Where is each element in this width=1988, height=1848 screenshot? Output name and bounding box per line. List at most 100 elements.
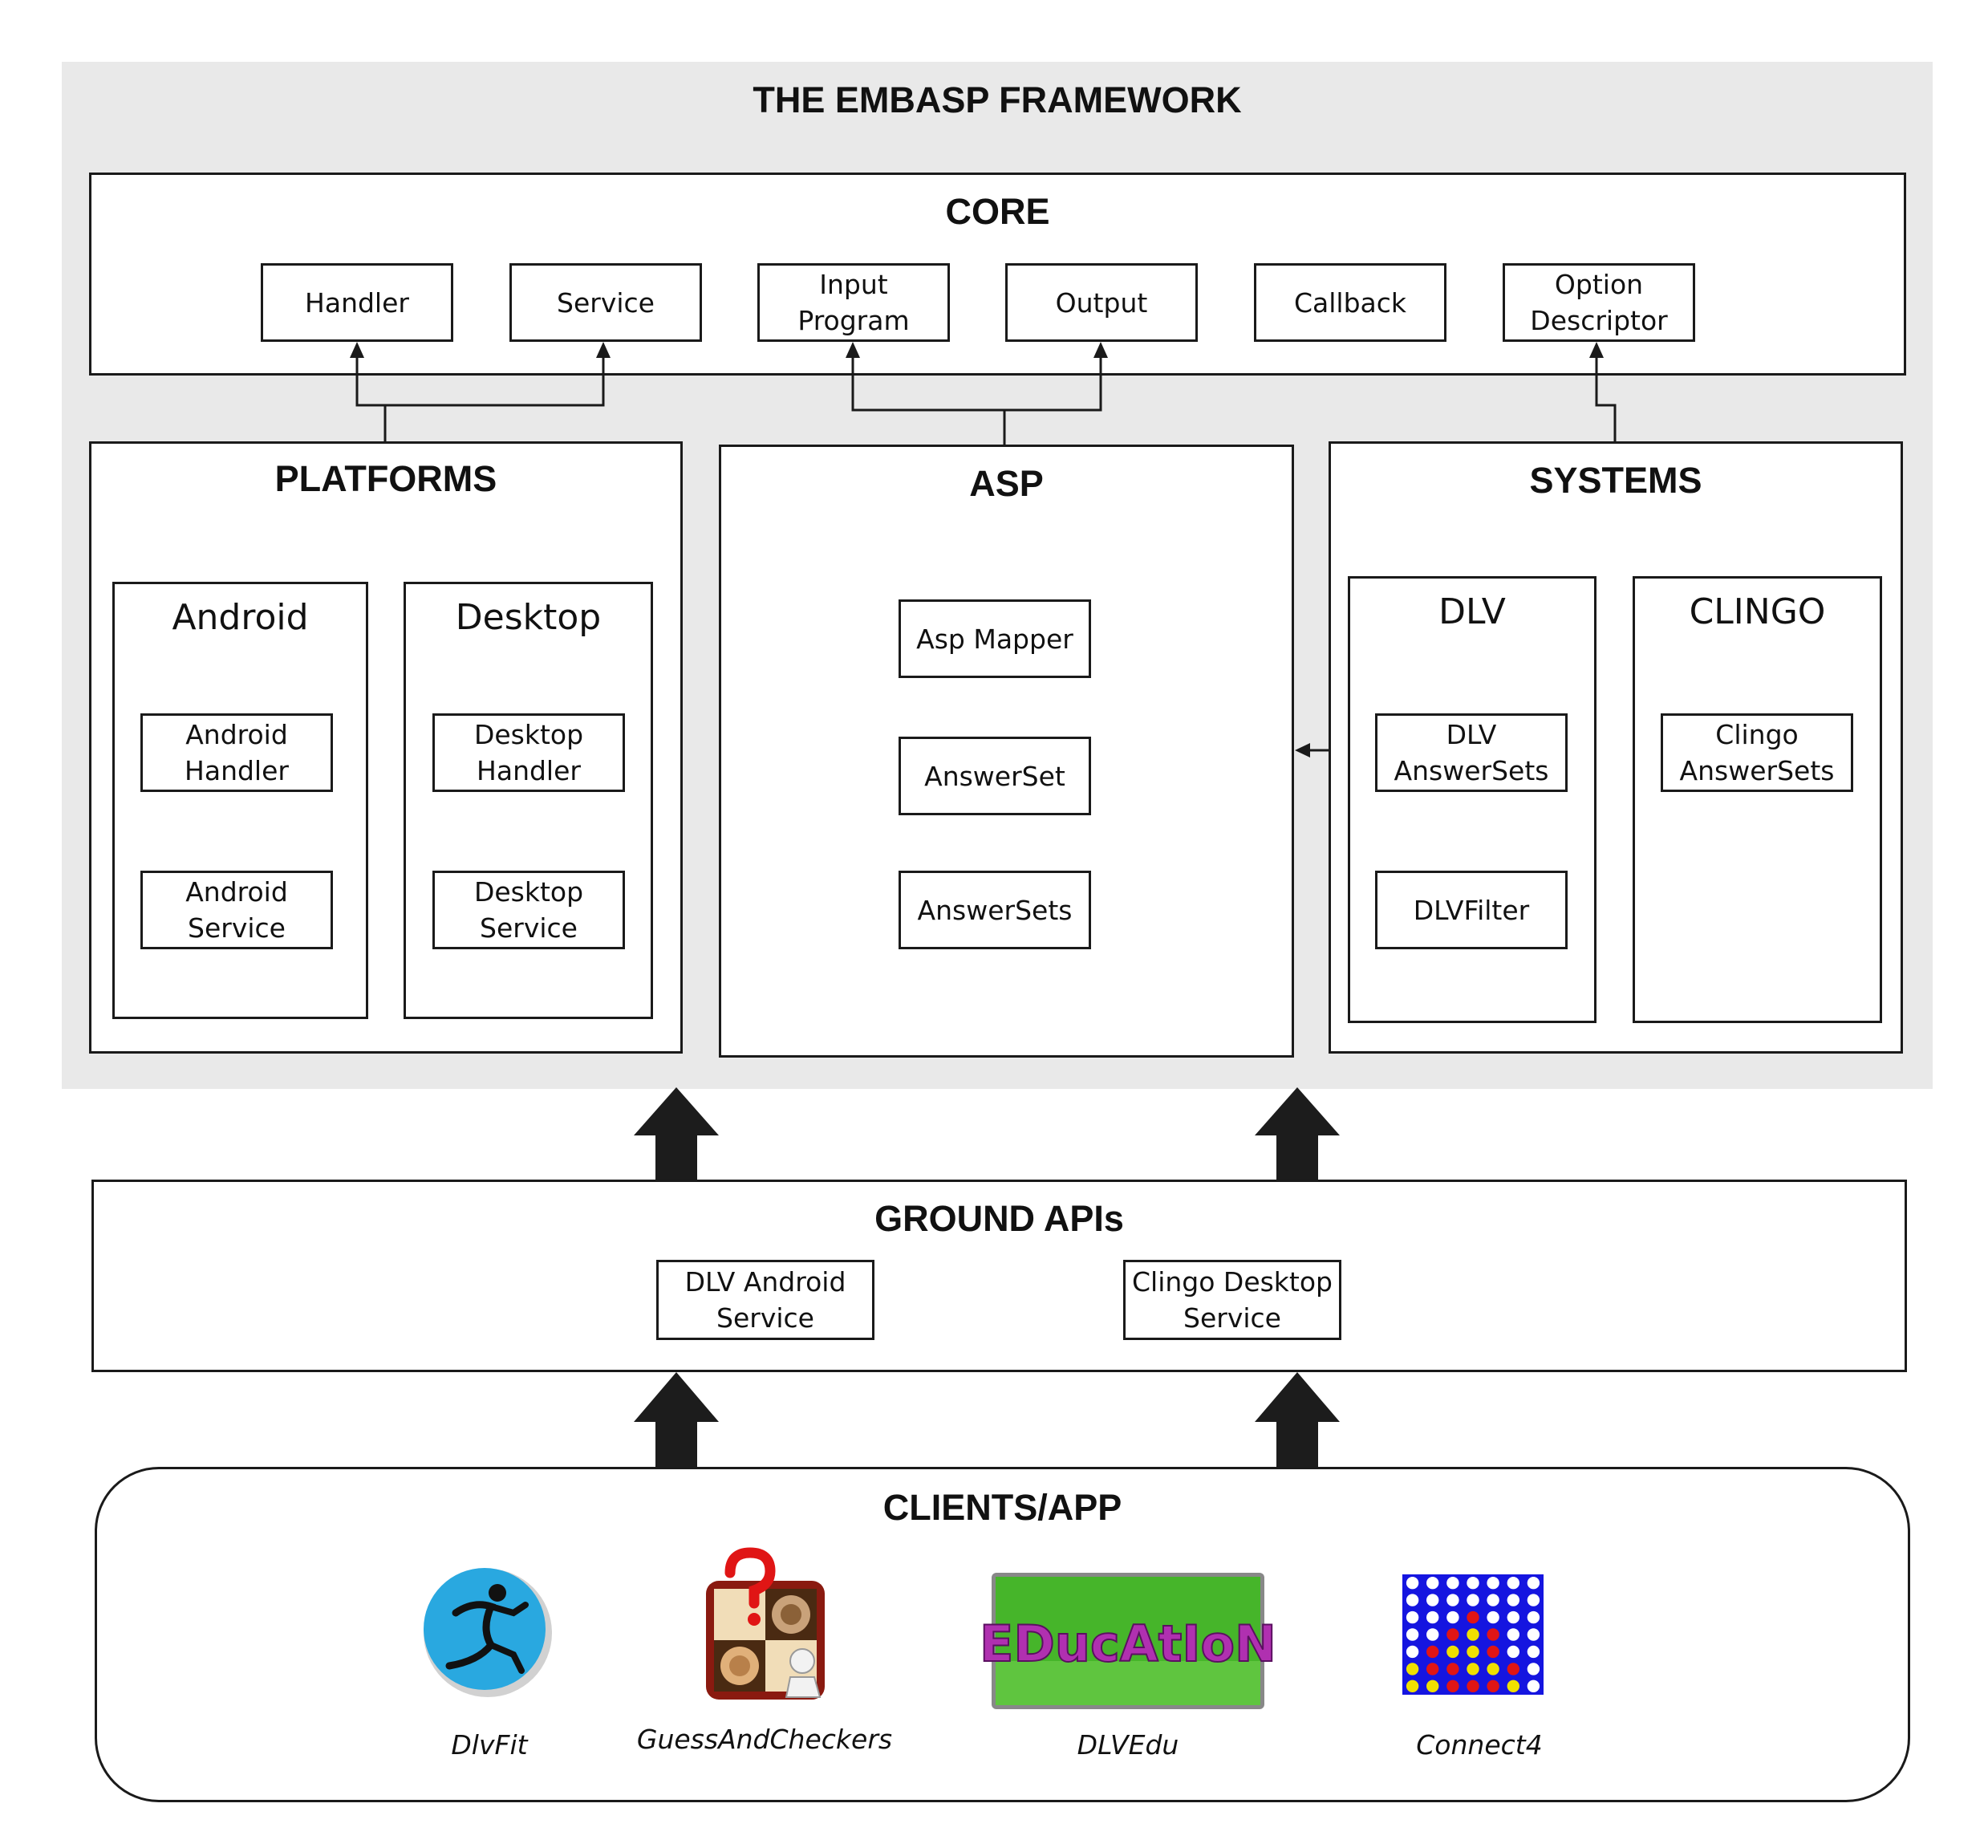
connect4-disc	[1426, 1679, 1439, 1692]
dlvedu-logo-text: EDucAtIoN	[980, 1614, 1276, 1673]
connect4-disc	[1487, 1645, 1499, 1659]
connect4-disc	[1467, 1679, 1479, 1692]
connect4-disc	[1426, 1610, 1439, 1624]
connect4-disc	[1507, 1628, 1520, 1641]
block-arrow-clients-to-ground-left	[634, 1372, 719, 1467]
systems-title: SYSTEMS	[1529, 460, 1702, 501]
ground-apis-box: GROUND APIs	[91, 1180, 1907, 1372]
block-arrow-clients-to-ground-right	[1255, 1372, 1340, 1467]
clingo-box: CLINGO	[1633, 576, 1882, 1023]
connect4-disc	[1406, 1577, 1419, 1590]
connect4-disc	[1507, 1577, 1520, 1590]
connect4-disc	[1487, 1577, 1499, 1590]
block-arrow-ground-to-framework-right	[1255, 1087, 1340, 1180]
connect4-disc	[1527, 1610, 1540, 1624]
desktop-title: Desktop	[455, 597, 602, 638]
connect4-disc	[1487, 1594, 1499, 1606]
clients-app-title: CLIENTS/APP	[882, 1487, 1122, 1528]
android-title: Android	[172, 597, 309, 638]
connect4-disc	[1446, 1594, 1459, 1606]
framework-title: THE EMBASP FRAMEWORK	[753, 79, 1242, 120]
core-title: CORE	[945, 191, 1050, 232]
dlv-answersets-box: DLV AnswerSets	[1375, 713, 1568, 792]
connect4-disc	[1527, 1577, 1540, 1590]
answersets-box: AnswerSets	[899, 871, 1091, 949]
connect4-icon	[1402, 1574, 1544, 1695]
connect4-disc	[1406, 1679, 1419, 1692]
connect4-disc	[1507, 1594, 1520, 1606]
connect4-disc	[1426, 1645, 1439, 1659]
app-label-connect4: Connect4	[1416, 1729, 1543, 1761]
connect4-disc	[1446, 1645, 1459, 1659]
connect4-disc	[1426, 1577, 1439, 1590]
connect4-disc	[1527, 1679, 1540, 1692]
arrowhead-handler	[350, 342, 364, 358]
connect4-disc	[1467, 1645, 1479, 1659]
core-option-descriptor-box: Option Descriptor	[1503, 263, 1695, 342]
arrowhead-service	[596, 342, 611, 358]
connect4-disc	[1406, 1645, 1419, 1659]
block-arrow-ground-to-framework-left	[634, 1087, 719, 1180]
dlv-title: DLV	[1438, 591, 1506, 632]
clingo-title: CLINGO	[1689, 591, 1826, 632]
clingo-answersets-box: Clingo AnswerSets	[1661, 713, 1853, 792]
connect4-disc	[1487, 1628, 1499, 1641]
guessandcheckers-icon	[706, 1547, 825, 1700]
core-handler-box: Handler	[261, 263, 453, 342]
connect4-disc	[1487, 1679, 1499, 1692]
clingo-desktop-service-box: Clingo Desktop Service	[1123, 1260, 1341, 1340]
dlv-android-service-box: DLV Android Service	[656, 1260, 874, 1340]
android-service-box: Android Service	[140, 871, 333, 949]
asp-mapper-box: Asp Mapper	[899, 599, 1091, 678]
connect4-disc	[1406, 1628, 1419, 1641]
app-label-dlvfit: DlvFit	[451, 1729, 528, 1761]
arrowhead-input-program	[846, 342, 860, 358]
connect4-disc	[1507, 1679, 1520, 1692]
core-service-box: Service	[509, 263, 702, 342]
app-label-guessandcheckers: GuessAndCheckers	[636, 1724, 893, 1755]
desktop-handler-box: Desktop Handler	[432, 713, 625, 792]
android-handler-box: Android Handler	[140, 713, 333, 792]
connect4-disc	[1446, 1628, 1459, 1641]
connect4-disc	[1426, 1628, 1439, 1641]
arrowhead-output	[1093, 342, 1108, 358]
connect4-disc	[1426, 1663, 1439, 1675]
connect4-disc	[1507, 1610, 1520, 1624]
arrowhead-asp	[1295, 743, 1310, 757]
connect4-disc	[1406, 1610, 1419, 1624]
connect4-disc	[1467, 1663, 1479, 1675]
dlvfit-icon	[424, 1568, 552, 1697]
connect4-disc	[1467, 1594, 1479, 1606]
dlvfilter-box: DLVFilter	[1375, 871, 1568, 949]
connect4-disc	[1487, 1610, 1499, 1624]
core-callback-box: Callback	[1254, 263, 1446, 342]
connect4-disc	[1527, 1663, 1540, 1675]
connect4-disc	[1527, 1594, 1540, 1606]
desktop-service-box: Desktop Service	[432, 871, 625, 949]
arrowhead-option-descriptor	[1589, 342, 1604, 358]
platforms-title: PLATFORMS	[274, 458, 497, 499]
connect4-disc	[1446, 1663, 1459, 1675]
asp-to-core-connector	[851, 353, 1102, 445]
connect4-disc	[1507, 1663, 1520, 1675]
connect4-disc	[1406, 1594, 1419, 1606]
connect4-disc	[1467, 1628, 1479, 1641]
systems-to-core-connector	[1595, 353, 1617, 441]
dlvedu-icon: EDucAtIoN	[979, 1573, 1277, 1709]
connect4-disc	[1446, 1679, 1459, 1692]
connect4-disc	[1507, 1645, 1520, 1659]
connect4-disc	[1426, 1594, 1439, 1606]
connect4-disc	[1527, 1645, 1540, 1659]
connect4-disc	[1487, 1663, 1499, 1675]
asp-title: ASP	[969, 463, 1044, 504]
connect4-disc	[1446, 1577, 1459, 1590]
connect4-disc	[1446, 1610, 1459, 1624]
app-label-dlvedu: DLVEdu	[1077, 1729, 1179, 1761]
core-input-program-box: Input Program	[757, 263, 950, 342]
ground-apis-title: GROUND APIs	[874, 1198, 1124, 1239]
connect4-disc	[1406, 1663, 1419, 1675]
platforms-to-core-connector	[355, 353, 605, 441]
core-output-box: Output	[1005, 263, 1198, 342]
